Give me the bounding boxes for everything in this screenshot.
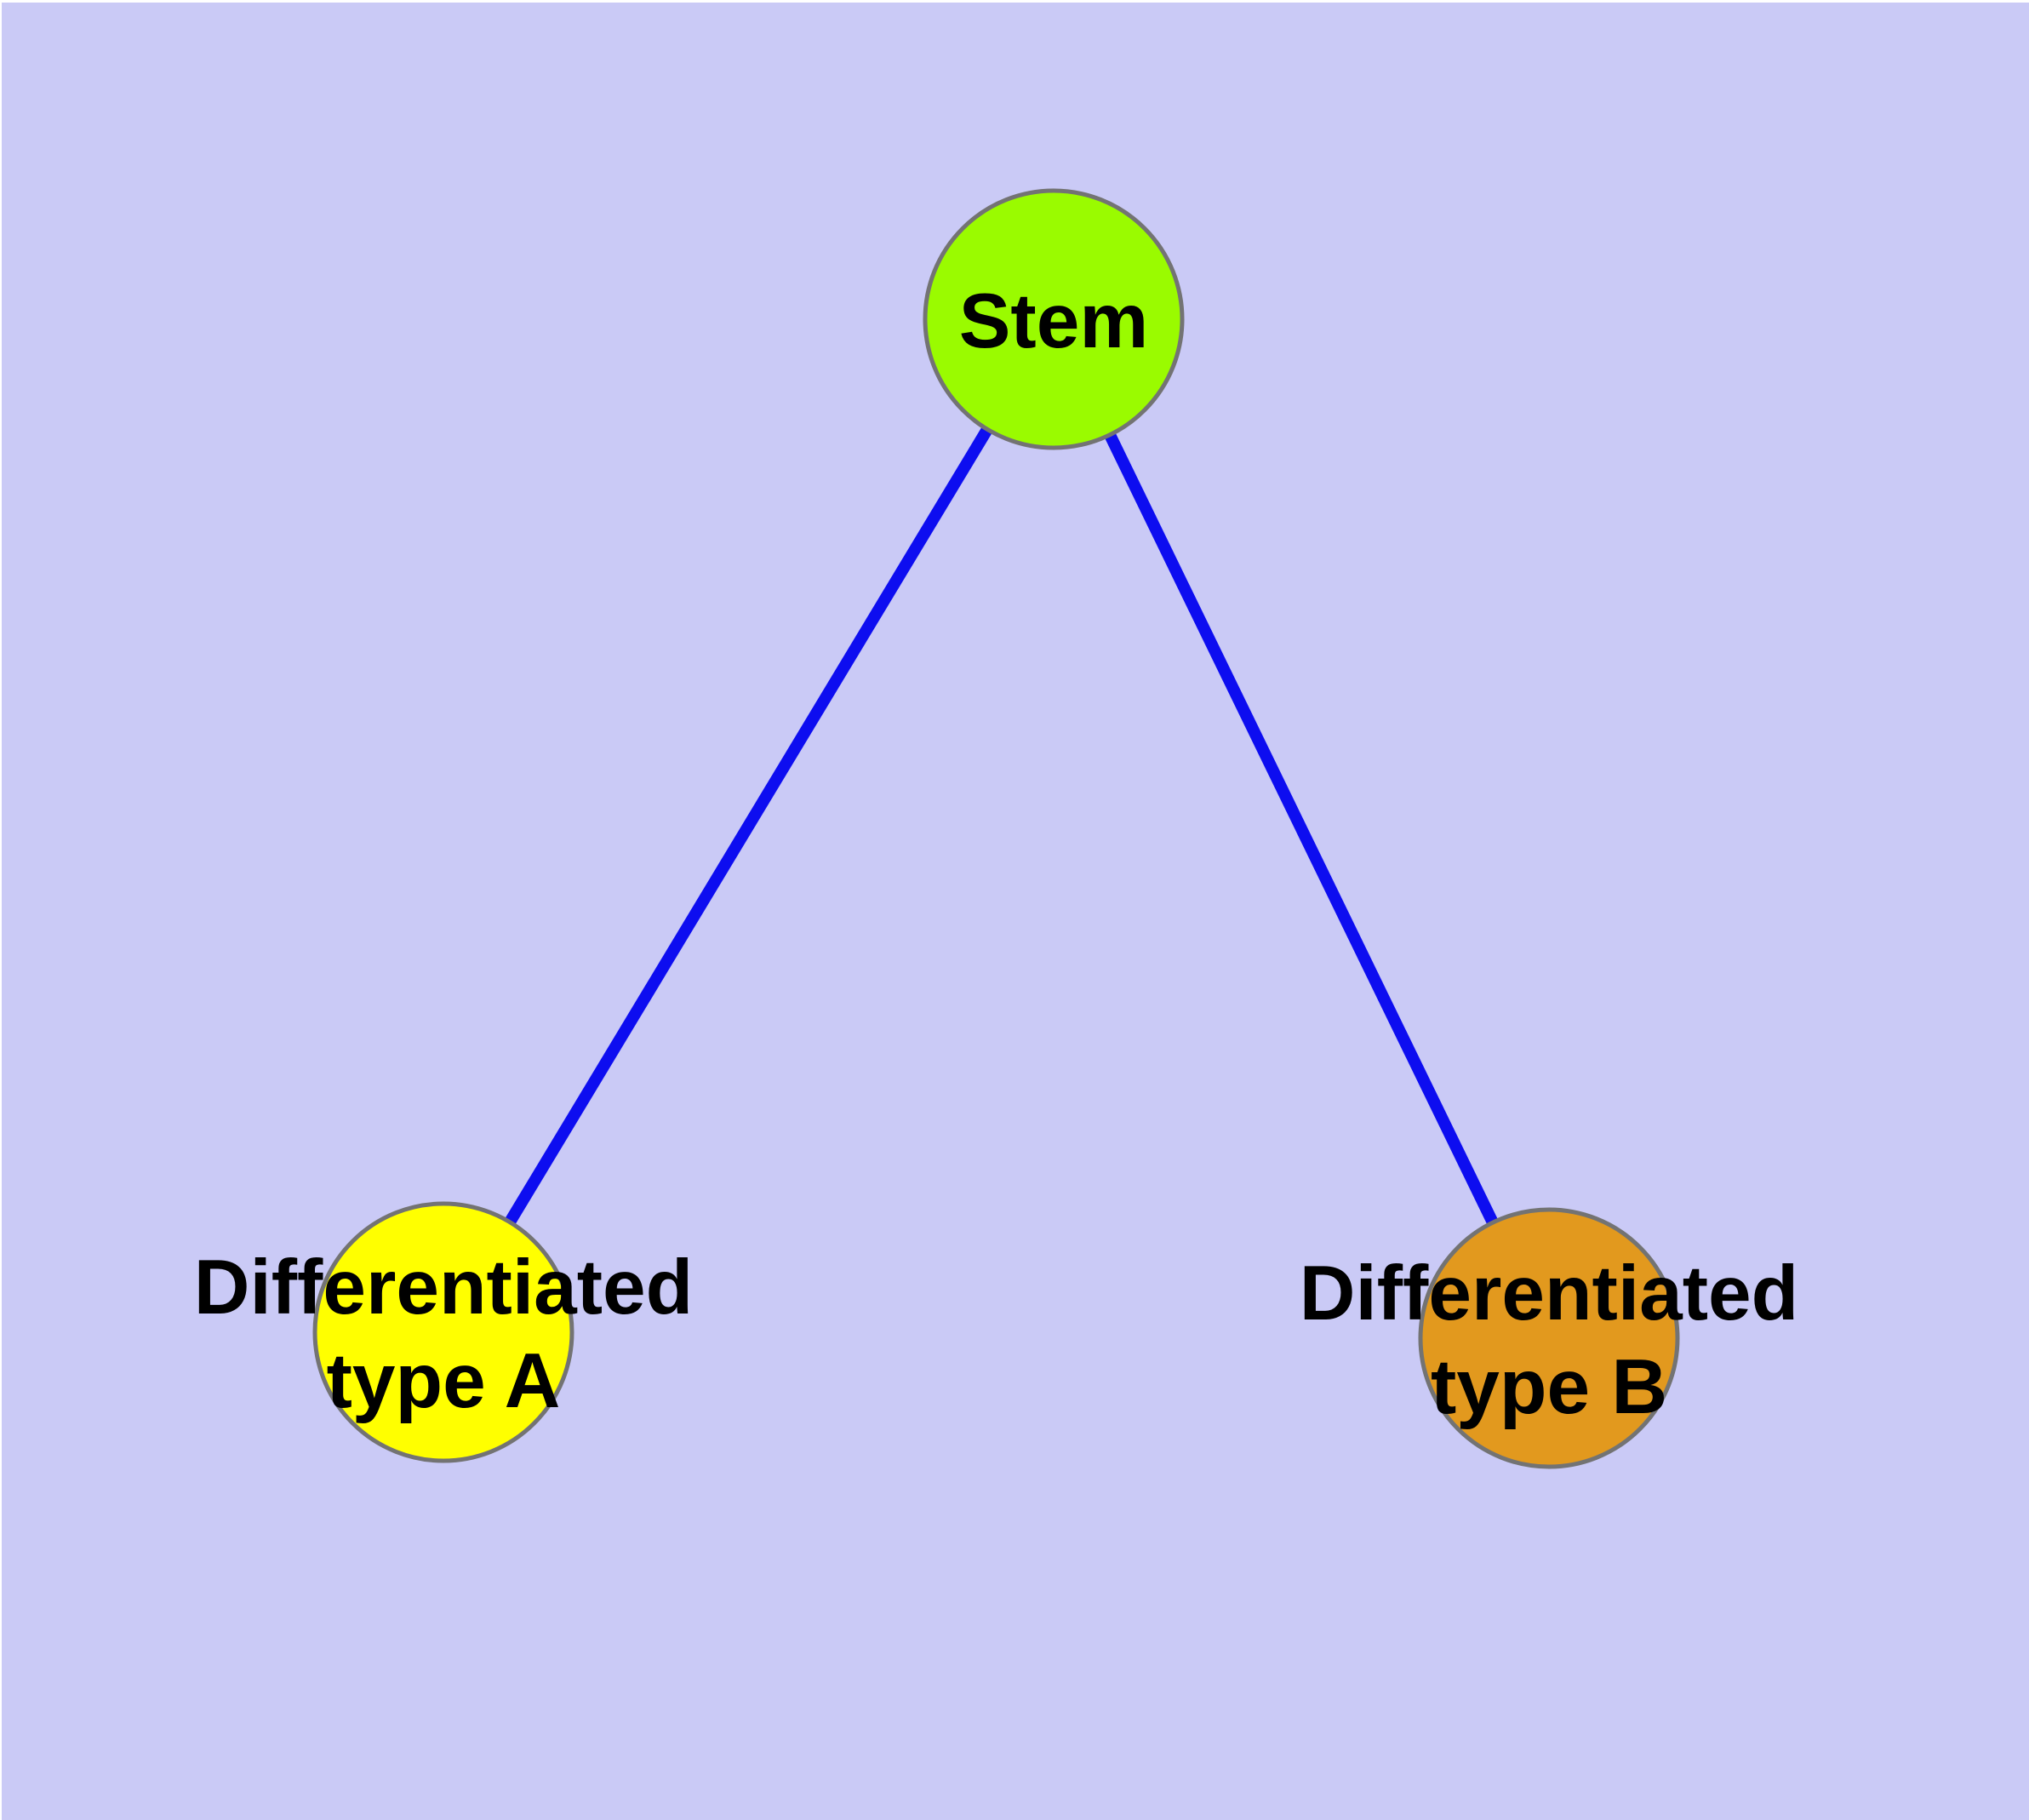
node-label-differentiated-type-a-line-2: type A: [327, 1338, 561, 1424]
node-label-differentiated-type-b-line-2: type B: [1431, 1344, 1667, 1430]
node-label-differentiated-type-b-line-1: Differentiated: [1300, 1251, 1799, 1336]
node-differentiated-type-a: [312, 1201, 574, 1463]
node-differentiated-type-b: [1418, 1207, 1680, 1469]
node-stem: [923, 188, 1185, 450]
edge-stem-to-differentiated-type-a: [438, 316, 1059, 1336]
node-label-differentiated-type-a-line-1: Differentiated: [194, 1245, 694, 1331]
edge-stem-to-differentiated-type-b: [1048, 316, 1555, 1342]
node-label-stem-line-1: Stem: [959, 278, 1149, 364]
